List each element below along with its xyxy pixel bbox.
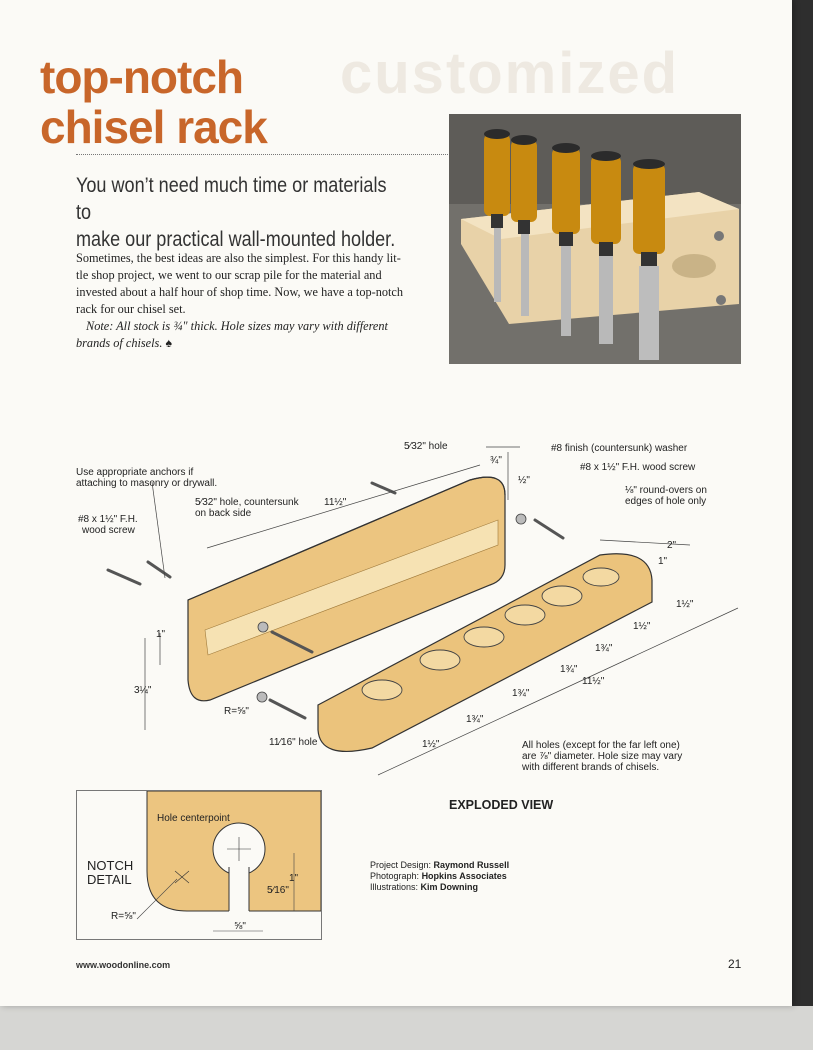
credit-name: Kim Downing bbox=[420, 882, 479, 892]
label-hole-centerpoint: Hole centerpoint bbox=[157, 813, 230, 824]
title-rule bbox=[76, 154, 448, 155]
credit-name: Hopkins Associates bbox=[421, 871, 507, 881]
notch-detail-box: NOTCH DETAIL Hole centerpoint 1" 5⁄16" ⅝… bbox=[76, 790, 322, 940]
label-washer: #8 finish (countersunk) washer bbox=[551, 443, 688, 454]
dim-3-4: ¾" bbox=[490, 455, 502, 466]
chisel-rack-photo bbox=[449, 114, 741, 364]
dim-11-1-2-bottom: 11½" bbox=[582, 676, 605, 687]
label-roundovers: ⅛" round-overs on bbox=[625, 485, 707, 496]
end-mark-icon: ♠ bbox=[165, 336, 173, 350]
body-line: invested about a half hour of shop time.… bbox=[76, 285, 404, 299]
label-countersunk-hole: 5⁄32" hole, countersunk bbox=[195, 497, 299, 508]
title-line-2: chisel rack bbox=[40, 101, 268, 153]
label-radius: R=⅝" bbox=[224, 706, 249, 717]
credits: Project Design: Raymond Russell Photogra… bbox=[370, 860, 509, 893]
dim-1-1-2: 1½" bbox=[422, 739, 440, 750]
credit-label: Illustrations: bbox=[370, 882, 419, 892]
exploded-view-caption: EXPLODED VIEW bbox=[449, 798, 554, 812]
scan-edge bbox=[792, 0, 813, 1050]
dim-1: 1" bbox=[658, 556, 668, 567]
article-deck: You won’t need much time or materials to… bbox=[76, 172, 403, 253]
dim-1-3-4: 1¾" bbox=[466, 714, 484, 725]
page-number: 21 bbox=[728, 957, 742, 971]
label-holes-note: All holes (except for the far left one) bbox=[522, 740, 680, 751]
label-holes-note: are ⅞" diameter. Hole size may vary bbox=[522, 751, 683, 762]
exploded-view-diagram bbox=[106, 446, 739, 776]
label-roundovers: edges of hole only bbox=[625, 496, 707, 507]
dim-1-3-4: 1¾" bbox=[512, 688, 530, 699]
label-anchors: attaching to masonry or drywall. bbox=[76, 478, 218, 489]
deck-line-1: You won’t need much time or materials to bbox=[76, 174, 387, 224]
dim-1-2: ½" bbox=[518, 475, 530, 486]
label-hole-11-16: 11⁄16" hole bbox=[269, 737, 318, 748]
body-line: tle shop project, we went to our scrap p… bbox=[76, 268, 382, 282]
dim-2: 2" bbox=[667, 540, 677, 551]
dim-notch-1: 1" bbox=[289, 873, 299, 884]
footer-url[interactable]: www.woodonline.com bbox=[76, 960, 171, 970]
label-holes-note: with different brands of chisels. bbox=[522, 762, 660, 773]
notch-detail-title: NOTCH bbox=[87, 858, 134, 873]
dim-3-1-4: 3¼" bbox=[134, 685, 152, 696]
dim-1-3-4: 1¾" bbox=[560, 664, 578, 675]
background-ghost-text: customized bbox=[340, 41, 680, 106]
dim-1-left: 1" bbox=[156, 629, 166, 640]
scan-bottom bbox=[0, 1006, 813, 1050]
article-title: top-notch chisel rack bbox=[40, 51, 268, 153]
credit-label: Project Design: bbox=[370, 860, 432, 870]
label-screw-left: #8 x 1½" F.H. bbox=[78, 514, 138, 525]
title-line-1: top-notch bbox=[40, 51, 244, 103]
label-screw-right: #8 x 1½" F.H. wood screw bbox=[580, 462, 696, 473]
note-line: Note: All stock is ¾" thick. Hole sizes … bbox=[86, 319, 388, 333]
note-line: brands of chisels. bbox=[76, 336, 163, 350]
dim-notch-5-8: ⅝" bbox=[234, 921, 246, 932]
body-line: Sometimes, the best ideas are also the s… bbox=[76, 251, 401, 265]
deck-line-2: make our practical wall-mounted holder. bbox=[76, 228, 396, 251]
dim-1-3-4: 1¾" bbox=[595, 643, 613, 654]
magazine-page: customized top-notch chisel rack You won… bbox=[0, 0, 792, 1006]
label-anchors: Use appropriate anchors if bbox=[76, 467, 194, 478]
dim-11-1-2-top: 11½" bbox=[324, 497, 347, 508]
article-body: Sometimes, the best ideas are also the s… bbox=[76, 250, 416, 352]
label-hole-5-32: 5⁄32" hole bbox=[404, 441, 448, 452]
dim-1-1-2: 1½" bbox=[676, 599, 694, 610]
label-screw-left: wood screw bbox=[82, 525, 135, 536]
dim-1-1-2: 1½" bbox=[633, 621, 651, 632]
label-countersunk-hole: on back side bbox=[195, 508, 252, 519]
body-line: rack for our chisel set. bbox=[76, 302, 186, 316]
credit-name: Raymond Russell bbox=[433, 860, 510, 870]
notch-detail-title: DETAIL bbox=[87, 872, 132, 887]
label-notch-radius: R=⅝" bbox=[111, 911, 136, 922]
dim-notch-5-16: 5⁄16" bbox=[267, 885, 289, 896]
credit-label: Photograph: bbox=[370, 871, 420, 881]
